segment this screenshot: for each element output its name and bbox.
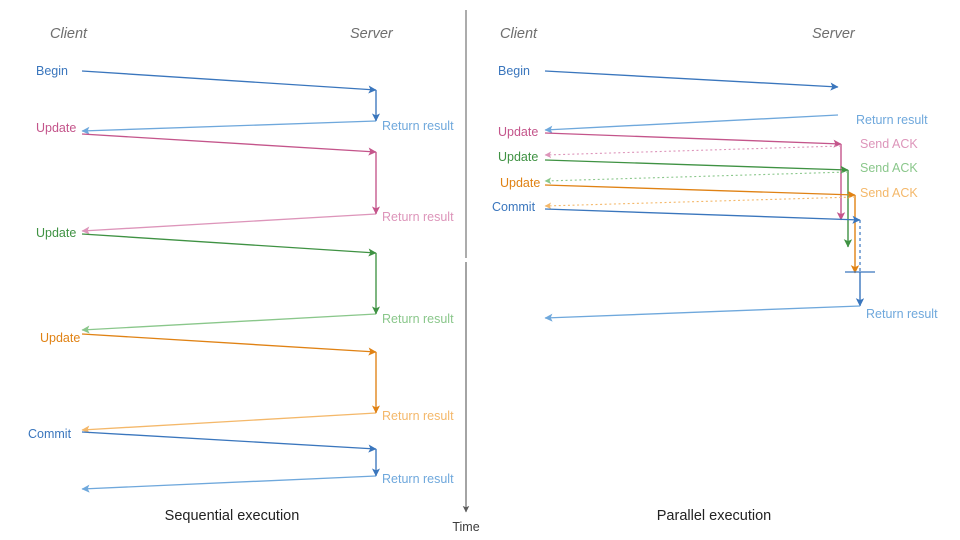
message-label: Update bbox=[36, 226, 76, 240]
message-label: Update bbox=[40, 331, 80, 345]
message-arrow bbox=[81, 213, 377, 235]
message-response: Send ACK bbox=[544, 186, 918, 210]
message-response: Return result bbox=[81, 409, 454, 434]
message-arrow bbox=[81, 475, 377, 493]
message-label: Update bbox=[500, 176, 540, 190]
message-label: Return result bbox=[382, 409, 454, 423]
message-request: Update bbox=[498, 150, 849, 174]
message-arrow bbox=[81, 133, 377, 156]
message-arrow bbox=[544, 171, 849, 185]
message-request: Commit bbox=[28, 427, 377, 453]
message-arrow bbox=[544, 196, 856, 210]
message-label: Return result bbox=[856, 113, 928, 127]
message-arrow bbox=[81, 313, 377, 334]
message-arrow bbox=[81, 70, 377, 94]
message-label: Send ACK bbox=[860, 137, 918, 151]
message-arrow bbox=[544, 208, 861, 224]
message-label: Begin bbox=[498, 64, 530, 78]
message-label: Update bbox=[498, 150, 538, 164]
message-request: Begin bbox=[36, 64, 377, 94]
message-label: Begin bbox=[36, 64, 68, 78]
message-response: Return result bbox=[544, 305, 938, 322]
message-request: Begin bbox=[498, 64, 839, 91]
lane-title-client: Client bbox=[500, 26, 538, 42]
message-response: Return result bbox=[544, 113, 928, 134]
time-axis-layer: Time bbox=[452, 10, 480, 534]
lane-title-client: Client bbox=[50, 26, 88, 42]
time-axis-label: Time bbox=[452, 520, 479, 534]
message-request: Commit bbox=[492, 200, 861, 224]
panel-caption: Sequential execution bbox=[165, 508, 300, 524]
panel-caption: Parallel execution bbox=[657, 508, 771, 524]
message-arrow bbox=[544, 305, 861, 322]
message-label: Return result bbox=[382, 210, 454, 224]
message-label: Update bbox=[36, 121, 76, 135]
message-arrow bbox=[544, 184, 856, 199]
message-response: Send ACK bbox=[544, 161, 918, 185]
message-label: Return result bbox=[382, 472, 454, 486]
message-request: Update bbox=[36, 226, 377, 257]
message-label: Return result bbox=[382, 312, 454, 326]
message-arrow bbox=[81, 233, 377, 257]
lane-title-server: Server bbox=[350, 26, 394, 42]
message-response: Send ACK bbox=[544, 137, 918, 159]
message-label: Send ACK bbox=[860, 161, 918, 175]
message-response: Return result bbox=[81, 312, 454, 334]
message-arrow bbox=[544, 132, 842, 148]
message-arrow bbox=[81, 333, 377, 356]
message-arrow bbox=[81, 120, 377, 135]
message-label: Return result bbox=[866, 307, 938, 321]
message-arrow bbox=[81, 412, 377, 434]
message-request: Update bbox=[500, 176, 856, 199]
message-label: Commit bbox=[492, 200, 536, 214]
message-arrow bbox=[81, 431, 377, 453]
message-label: Send ACK bbox=[860, 186, 918, 200]
message-arrow bbox=[544, 159, 849, 174]
message-arrow bbox=[544, 70, 839, 91]
message-label: Return result bbox=[382, 119, 454, 133]
message-arrow bbox=[544, 145, 842, 159]
message-response: Return result bbox=[81, 472, 454, 493]
message-request: Update bbox=[498, 125, 842, 148]
message-request: Update bbox=[36, 121, 377, 156]
message-request: Update bbox=[40, 331, 377, 356]
message-label: Commit bbox=[28, 427, 72, 441]
message-arrow bbox=[544, 114, 839, 134]
message-response: Return result bbox=[81, 210, 454, 235]
message-label: Update bbox=[498, 125, 538, 139]
lane-title-server: Server bbox=[812, 26, 856, 42]
message-response: Return result bbox=[81, 119, 454, 135]
